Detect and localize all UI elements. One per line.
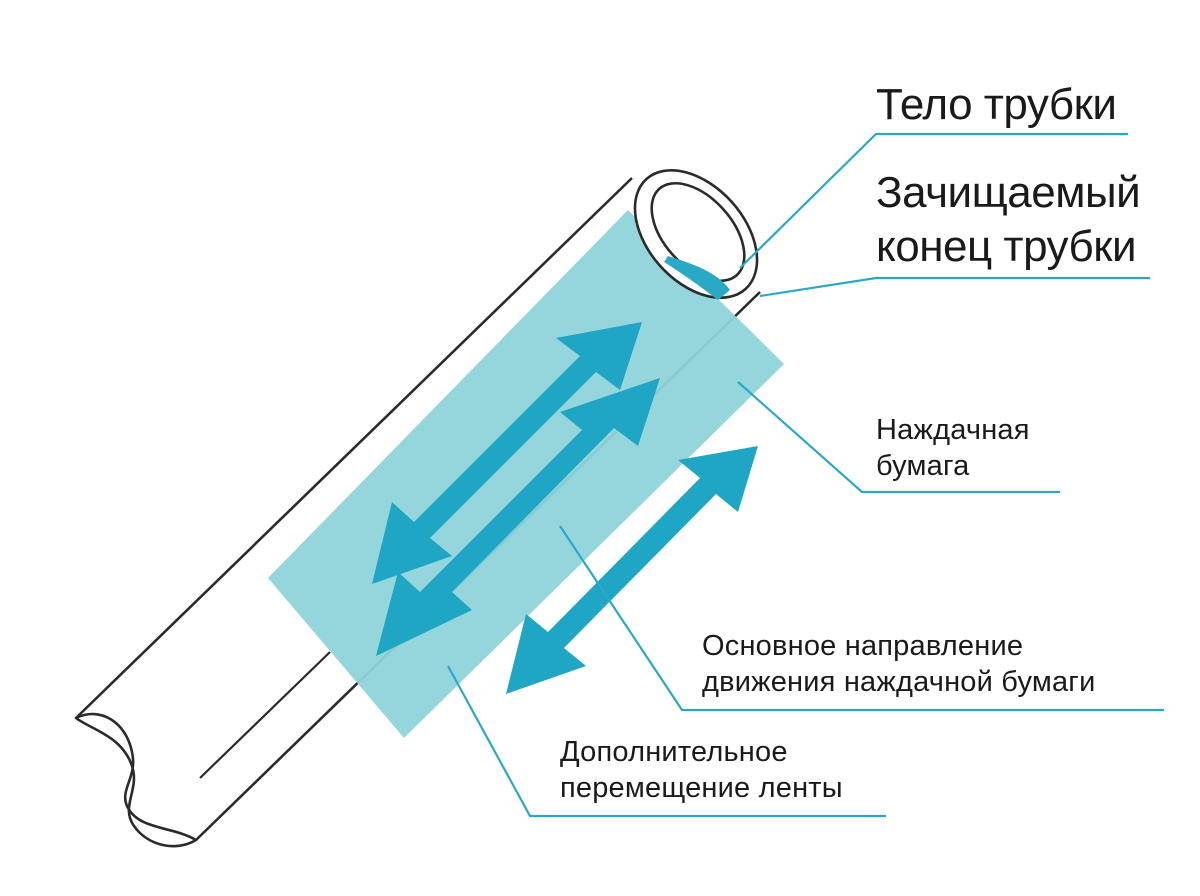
leader-main-direction [559, 525, 1164, 712]
tube-broken-end [74, 712, 198, 848]
leader-tube-body [739, 132, 1128, 269]
tube-inner-line [199, 651, 331, 779]
label-main-direction: Основное направление движения наждачной … [702, 628, 1095, 700]
tube-end-inner [650, 181, 746, 283]
leader-lines [447, 132, 1164, 818]
leader-stripped-end [759, 276, 1150, 298]
label-tube-body: Тело трубки [876, 80, 1117, 129]
leader-extra-movement [447, 665, 886, 818]
label-stripped-end: Зачищаемый конец трубки [876, 166, 1141, 274]
label-sandpaper-line-1: Наждачная [876, 414, 1030, 446]
tube-top-edge [75, 177, 633, 719]
label-stripped-end-line-1: Зачищаемый [876, 168, 1141, 217]
main-arrow-upper [372, 322, 642, 584]
label-extra-movement-line-1: Дополнительное [560, 736, 788, 768]
label-main-direction-line-1: Основное направление [702, 630, 1024, 662]
label-main-direction-line-2: движения наждачной бумаги [702, 666, 1096, 698]
tube-end-bore [664, 256, 730, 300]
label-extra-movement-line-2: перемещение ленты [560, 772, 843, 804]
label-extra-movement: Дополнительное перемещение ленты [560, 734, 843, 806]
label-sandpaper-line-2: бумага [876, 450, 970, 482]
leader-sandpaper [737, 381, 1060, 494]
main-direction-arrows [372, 322, 660, 656]
extra-movement-arrow [506, 446, 758, 694]
main-arrow-lower [376, 378, 660, 656]
stripped-tube-end [633, 169, 759, 300]
label-stripped-end-line-2: конец трубки [876, 222, 1137, 271]
label-sandpaper: Наждачная бумага [876, 412, 1030, 484]
